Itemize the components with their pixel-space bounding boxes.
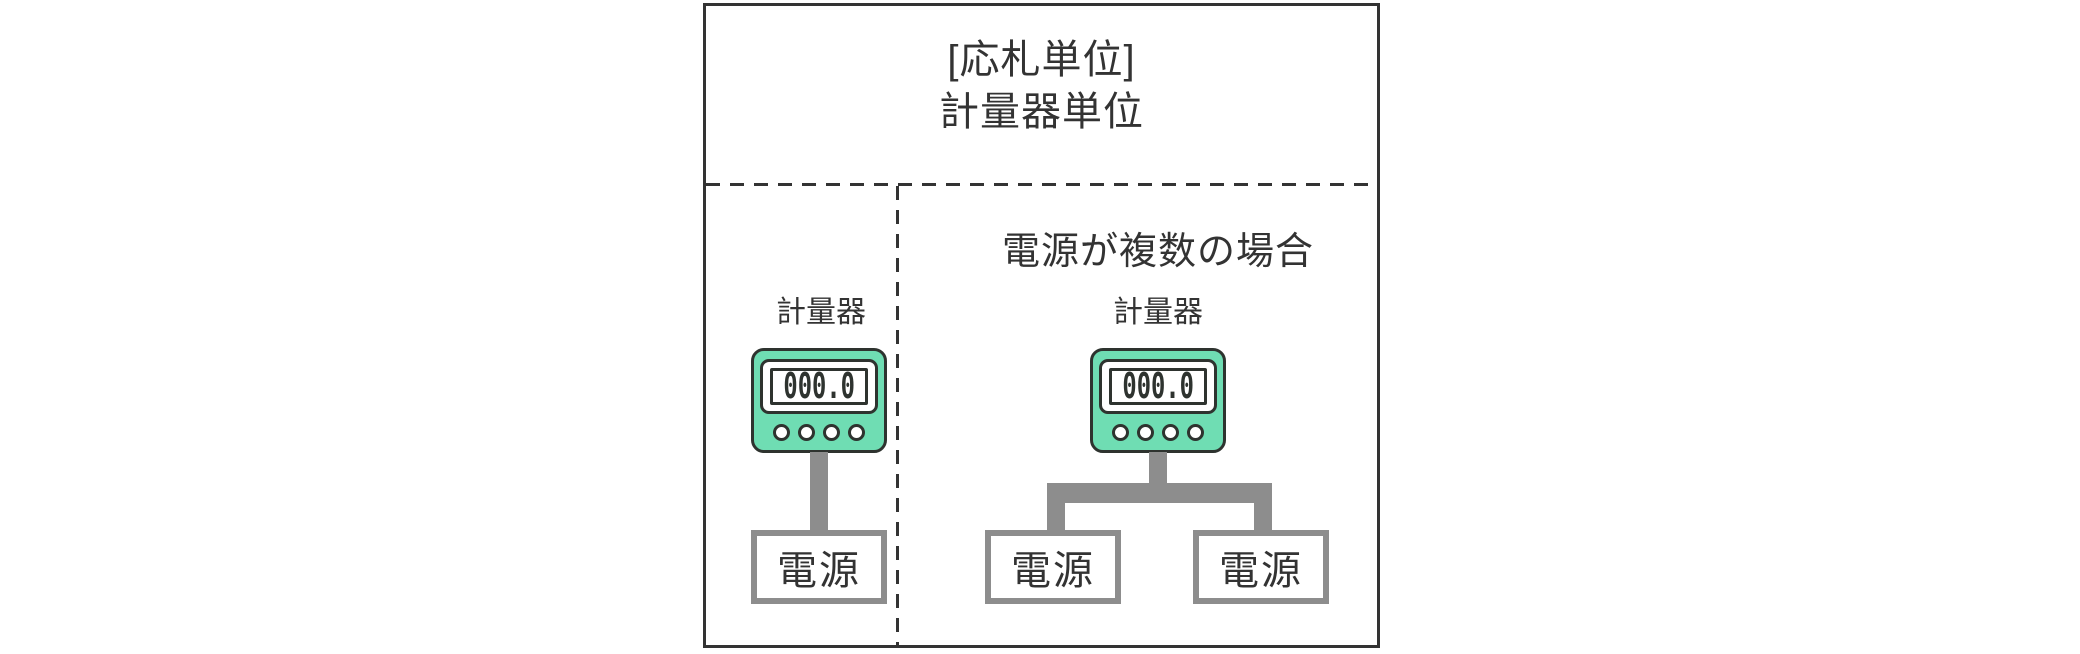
title-line-2: 計量器単位 xyxy=(939,90,1144,134)
branch-left-drop-connector xyxy=(1047,500,1065,532)
right-section-title: 電源が複数の場合 xyxy=(1001,231,1314,273)
left-meter-device-icon: 000.0 xyxy=(751,348,887,453)
right-meter-label: 計量器 xyxy=(1113,296,1203,329)
meter-lcd-screen: 000.0 xyxy=(1109,368,1207,405)
meter-display-bezel: 000.0 xyxy=(760,359,878,414)
meter-button-row xyxy=(1112,424,1204,441)
right-power-source-box-2: 電源 xyxy=(1193,530,1329,604)
meter-button-row xyxy=(773,424,865,441)
right-power-source-box-1: 電源 xyxy=(985,530,1121,604)
meter-button-icon xyxy=(1112,424,1129,441)
meter-button-icon xyxy=(798,424,815,441)
meter-button-icon xyxy=(1187,424,1204,441)
meter-reading: 000.0 xyxy=(783,368,855,405)
title-line-1: [応札単位] xyxy=(947,38,1136,82)
meter-reading: 000.0 xyxy=(1122,368,1194,405)
meter-button-icon xyxy=(1137,424,1154,441)
meter-button-icon xyxy=(848,424,865,441)
meter-lcd-screen: 000.0 xyxy=(770,368,868,405)
left-meter-power-connector xyxy=(810,452,828,532)
diagram-title: [応札単位] 計量器単位 xyxy=(703,34,1380,138)
left-meter-label: 計量器 xyxy=(776,296,866,329)
left-power-source-box: 電源 xyxy=(751,530,887,604)
meter-button-icon xyxy=(1162,424,1179,441)
power-source-label: 電源 xyxy=(777,549,861,593)
meter-button-icon xyxy=(823,424,840,441)
branch-right-drop-connector xyxy=(1254,500,1272,532)
power-source-label: 電源 xyxy=(1219,549,1303,593)
vertical-dashed-divider xyxy=(896,186,899,645)
meter-display-bezel: 000.0 xyxy=(1099,359,1217,414)
power-source-label: 電源 xyxy=(1011,549,1095,593)
right-meter-device-icon: 000.0 xyxy=(1090,348,1226,453)
horizontal-dashed-divider xyxy=(706,183,1377,186)
branch-horizontal-connector xyxy=(1047,483,1272,503)
meter-button-icon xyxy=(773,424,790,441)
right-meter-stem-connector xyxy=(1149,452,1167,486)
